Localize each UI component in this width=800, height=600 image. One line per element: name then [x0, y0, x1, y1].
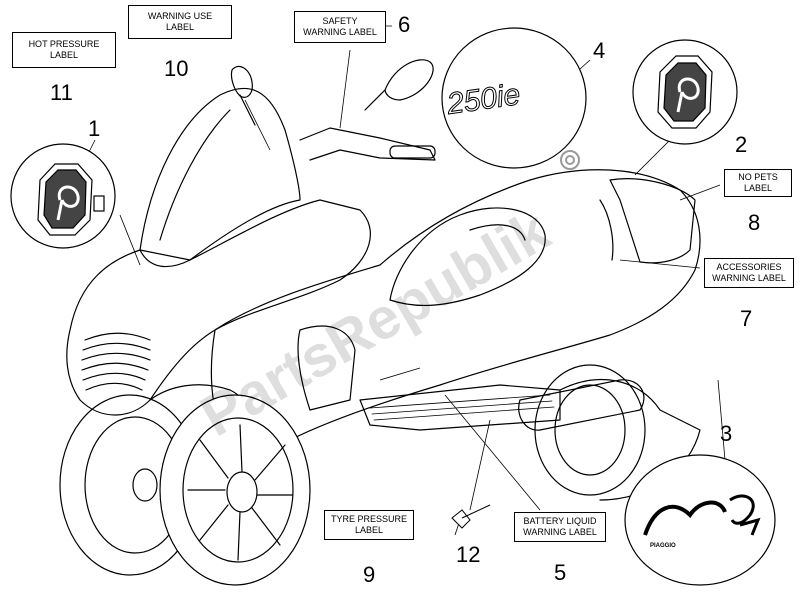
label-line-1: WARNING USE: [147, 11, 213, 21]
label-line-1: BATTERY LIQUID: [523, 516, 597, 526]
label-line-1: HOT PRESSURE: [28, 39, 100, 49]
label-line-1: NO PETS: [738, 172, 778, 182]
part-number-5: 5: [554, 560, 567, 585]
front-fairing: [66, 199, 371, 416]
label-line-2: WARNING LABEL: [523, 527, 597, 537]
label-line-2: LABEL: [165, 22, 195, 32]
part-number-10: 10: [164, 56, 189, 81]
label-line-2: LABEL: [354, 525, 384, 535]
label-line-2: WARNING LABEL: [712, 273, 786, 283]
hot-pressure-label: HOT PRESSURE LABEL: [12, 32, 116, 68]
left-mirror: [230, 65, 256, 126]
safety-warning-label: SAFETY WARNING LABEL: [294, 11, 386, 43]
part-number-2: 2: [735, 132, 748, 157]
label-line-1: SAFETY: [322, 16, 358, 26]
mp3-brand-text: PIAGGIO: [650, 543, 676, 549]
handlebar: [299, 127, 436, 161]
piaggio-emblem-left: [10, 143, 116, 249]
part-number-1: 1: [88, 116, 101, 141]
label-line-1: ACCESSORIES: [716, 262, 782, 272]
front-wheel-right: [159, 394, 311, 586]
accessories-warning-label: ACCESSORIES WARNING LABEL: [704, 258, 794, 288]
part-number-9: 9: [363, 562, 376, 587]
windscreen: [139, 87, 301, 268]
part-number-11: 11: [50, 80, 73, 105]
part-number-12: 12: [456, 542, 481, 567]
label-line-2: WARNING LABEL: [303, 27, 377, 37]
rear-tail: [609, 178, 696, 264]
headlight-grille: [81, 332, 151, 391]
piaggio-emblem-right: [632, 39, 738, 145]
floorboard: [359, 384, 561, 431]
battery-liquid-label: BATTERY LIQUID WARNING LABEL: [514, 512, 606, 542]
part-number-7: 7: [740, 306, 753, 331]
part-number-8: 8: [748, 210, 761, 235]
tyre-pressure-label: TYRE PRESSURE LABEL: [324, 510, 414, 540]
seat: [389, 207, 546, 307]
exhaust: [518, 379, 645, 431]
clip-part: [451, 504, 491, 529]
model-250ie-badge: [441, 27, 587, 169]
no-pets-label: NO PETS LABEL: [724, 169, 792, 197]
label-line-2: LABEL: [743, 183, 773, 193]
part-number-6: 6: [398, 12, 411, 37]
part-number-4: 4: [593, 38, 606, 63]
label-line-1: TYRE PRESSURE: [330, 514, 408, 524]
right-mirror: [364, 59, 434, 111]
part-number-3: 3: [720, 421, 733, 446]
label-line-2: LABEL: [49, 50, 79, 60]
mp3-badge: [624, 454, 776, 586]
warning-use-label: WARNING USE LABEL: [128, 5, 232, 39]
gear-icon: [560, 150, 580, 170]
